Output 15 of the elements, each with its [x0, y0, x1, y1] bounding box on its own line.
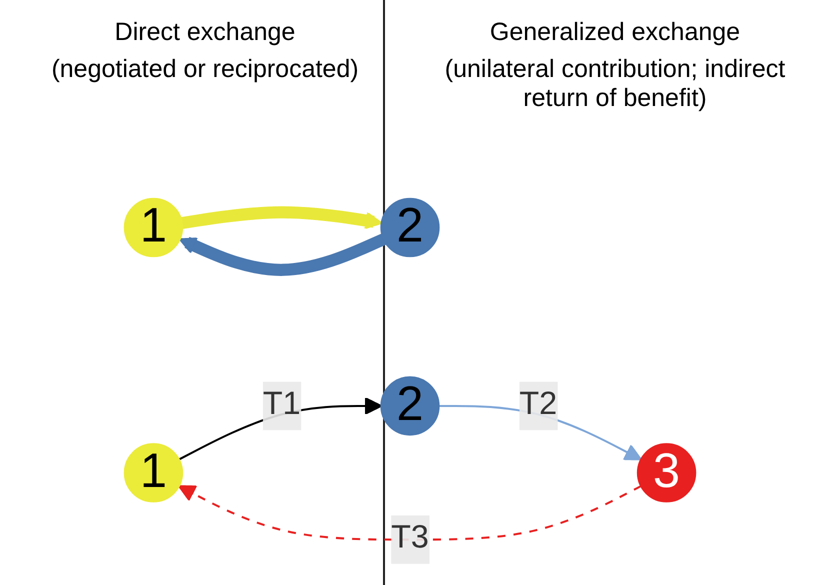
panel-subheading: (unilateral contribution; indirect return of benefit): [444, 55, 786, 113]
arrow: [178, 485, 642, 541]
node-circle: 1: [124, 198, 184, 258]
arrow: [178, 234, 386, 276]
arrow: [180, 206, 383, 230]
panel-subheading: (negotiated or reciprocated): [51, 55, 359, 84]
edge-label: T1: [262, 388, 301, 422]
node-circle: 3: [636, 443, 696, 502]
node-circle: 2: [380, 376, 440, 436]
panel-heading: Generalized exchange: [490, 18, 740, 47]
node-circle: 2: [380, 198, 440, 258]
edge-label: T3: [391, 521, 429, 556]
panel-heading: Direct exchange: [114, 18, 296, 47]
node-circle: 1: [124, 443, 184, 502]
edge-label: T2: [519, 388, 558, 422]
